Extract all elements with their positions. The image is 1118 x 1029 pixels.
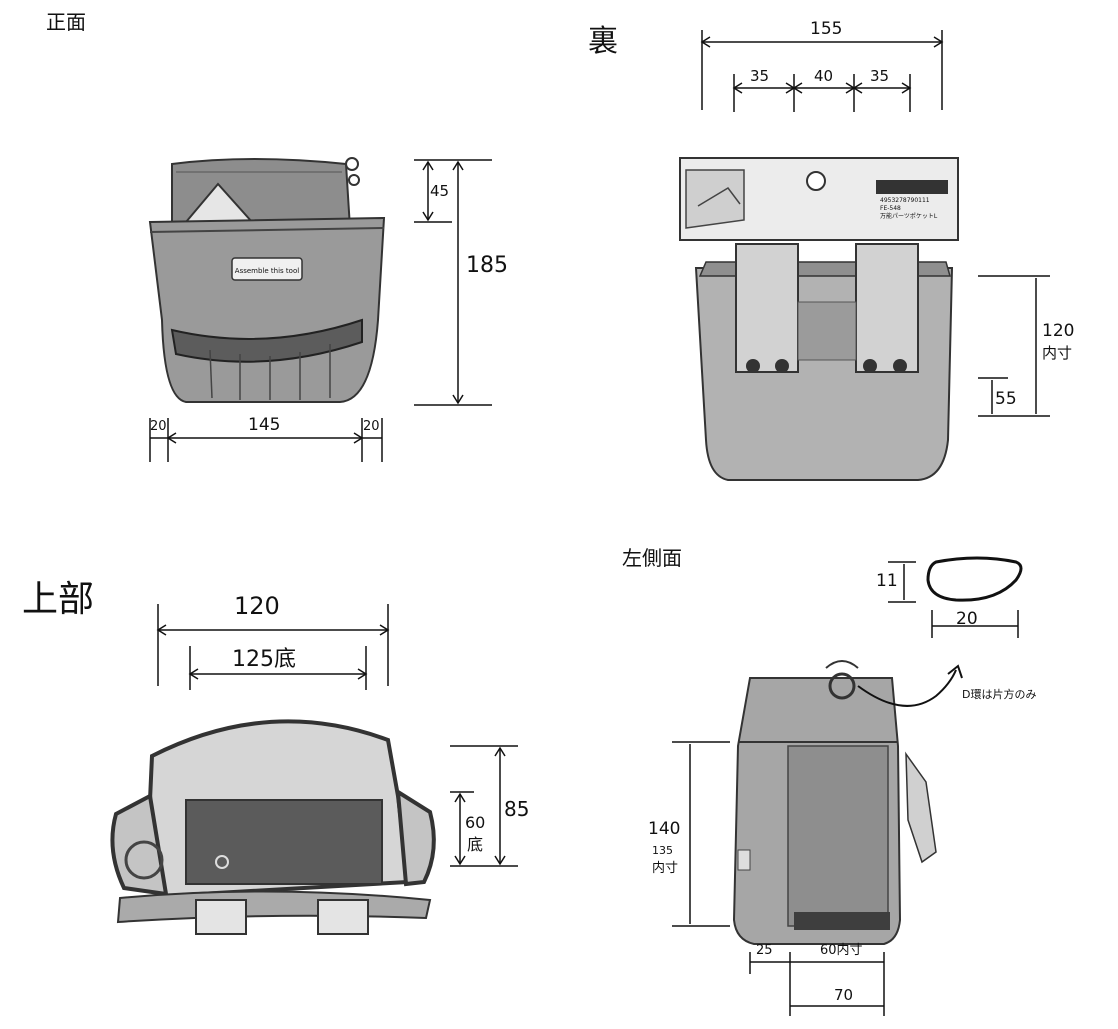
side-dim-25: 25 xyxy=(756,943,773,958)
top-dim-60: 60 xyxy=(465,813,485,832)
side-d-ring-icon xyxy=(828,672,856,700)
top-dim-125: 125底 xyxy=(232,647,296,672)
back-dim-120-sub: 内寸 xyxy=(1042,344,1072,362)
front-dim-20-left: 20 xyxy=(150,419,167,434)
side-dim-135: 135 xyxy=(652,844,673,857)
back-dim-155: 155 xyxy=(810,19,842,39)
side-hang-tag xyxy=(905,751,937,864)
side-dim-140: 140 xyxy=(648,819,680,839)
back-dim-120: 120 xyxy=(1042,321,1074,341)
front-logo xyxy=(231,257,303,281)
side-pocket xyxy=(787,745,889,927)
front-dim-145: 145 xyxy=(248,415,280,435)
side-dim-20: 20 xyxy=(956,609,978,629)
top-dim-120: 120 xyxy=(234,592,280,620)
side-dim-60: 60内寸 xyxy=(820,942,863,958)
back-dim-55: 55 xyxy=(995,389,1017,409)
back-label-name: 万能パーツポケットL xyxy=(880,212,938,220)
tool-loop-band xyxy=(170,318,363,363)
barcode xyxy=(876,180,948,194)
back-dim-35b: 35 xyxy=(870,67,889,85)
hang-hole-icon xyxy=(806,171,826,191)
side-flap-left xyxy=(110,792,169,897)
back-dim-35a: 35 xyxy=(750,67,769,85)
d-ring-profile xyxy=(926,556,1023,602)
top-title: 上部 xyxy=(22,579,95,620)
top-dim-60-sub: 底 xyxy=(467,835,483,854)
front-logo-text: Assemble this tool xyxy=(235,267,299,275)
back-view: 4953278790111 FE-548 万能パーツポケットL 155 35 4… xyxy=(679,19,1074,481)
side-dim-135-sub: 内寸 xyxy=(652,860,678,876)
back-dim-40: 40 xyxy=(814,67,833,85)
front-dim-20-right: 20 xyxy=(363,419,380,434)
back-title: 裏 xyxy=(588,24,618,59)
side-note: D環は片方のみ xyxy=(962,687,1036,701)
note-arrow xyxy=(857,669,957,707)
front-view: Assemble this tool 45 185 20 145 20 xyxy=(148,157,508,462)
front-dim-45: 45 xyxy=(430,182,449,200)
front-pocket-body xyxy=(148,216,386,403)
side-title: 左側面 xyxy=(622,546,682,570)
top-front-edge xyxy=(116,890,432,924)
side-flap-right xyxy=(395,788,436,887)
top-view: 120 125底 85 60 底 xyxy=(110,592,529,935)
zipper-pull-icon xyxy=(345,157,359,171)
side-dim-70: 70 xyxy=(834,986,853,1004)
belt-loop-left xyxy=(735,243,799,373)
side-view: 11 20 D環は片方のみ 140 135 内寸 25 60内寸 70 xyxy=(648,556,1036,1016)
back-label-small: FE-548 xyxy=(880,205,901,212)
front-dim-185: 185 xyxy=(466,253,508,278)
top-opening xyxy=(185,799,383,885)
side-dim-11: 11 xyxy=(876,571,898,591)
back-label-barcode: 4953278790111 xyxy=(880,197,930,204)
top-dim-85: 85 xyxy=(504,797,529,821)
d-ring-icon xyxy=(124,840,164,880)
front-title: 正面 xyxy=(46,10,86,34)
belt-loop-right xyxy=(855,243,919,373)
